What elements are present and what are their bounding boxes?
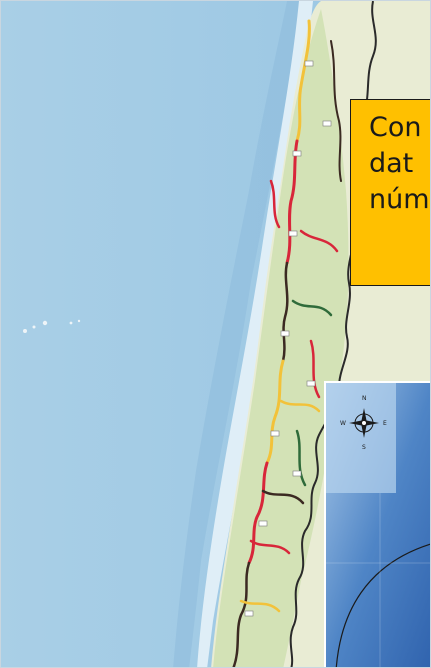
compass-west: W — [340, 420, 346, 427]
road-segment — [232, 561, 251, 667]
road-segment — [330, 40, 342, 182]
inset-map-canvas — [326, 383, 430, 667]
road-markers — [244, 60, 332, 617]
road-segment — [295, 429, 307, 487]
inset-map[interactable]: N S E W — [324, 381, 430, 667]
compass-north: N — [362, 395, 367, 402]
road-segment — [285, 139, 299, 265]
offshore-islands — [23, 319, 81, 333]
road-segment — [299, 229, 339, 253]
road-segment — [295, 19, 311, 143]
road-segment — [247, 461, 269, 565]
callout-line-3: núm — [369, 184, 430, 215]
road-segment — [281, 261, 289, 363]
road-segment — [239, 599, 281, 613]
ocean-trench — [173, 1, 301, 667]
land-green-corridor — [213, 9, 349, 667]
compass-south: S — [362, 444, 366, 451]
road-segment — [249, 539, 291, 555]
road-segment — [269, 179, 281, 229]
road-network — [232, 19, 342, 667]
callout-line-1: Con — [369, 112, 422, 143]
road-segment — [261, 489, 305, 505]
road-segment — [309, 339, 321, 399]
road-segment — [291, 299, 333, 317]
inset-arc — [335, 543, 430, 667]
compass-rose-icon — [349, 408, 379, 438]
compass-east: E — [383, 420, 387, 427]
road-segment — [279, 399, 321, 413]
road-segment — [265, 359, 285, 465]
callout-box: Con dat núm — [350, 99, 430, 286]
callout-line-2: dat — [369, 148, 414, 179]
